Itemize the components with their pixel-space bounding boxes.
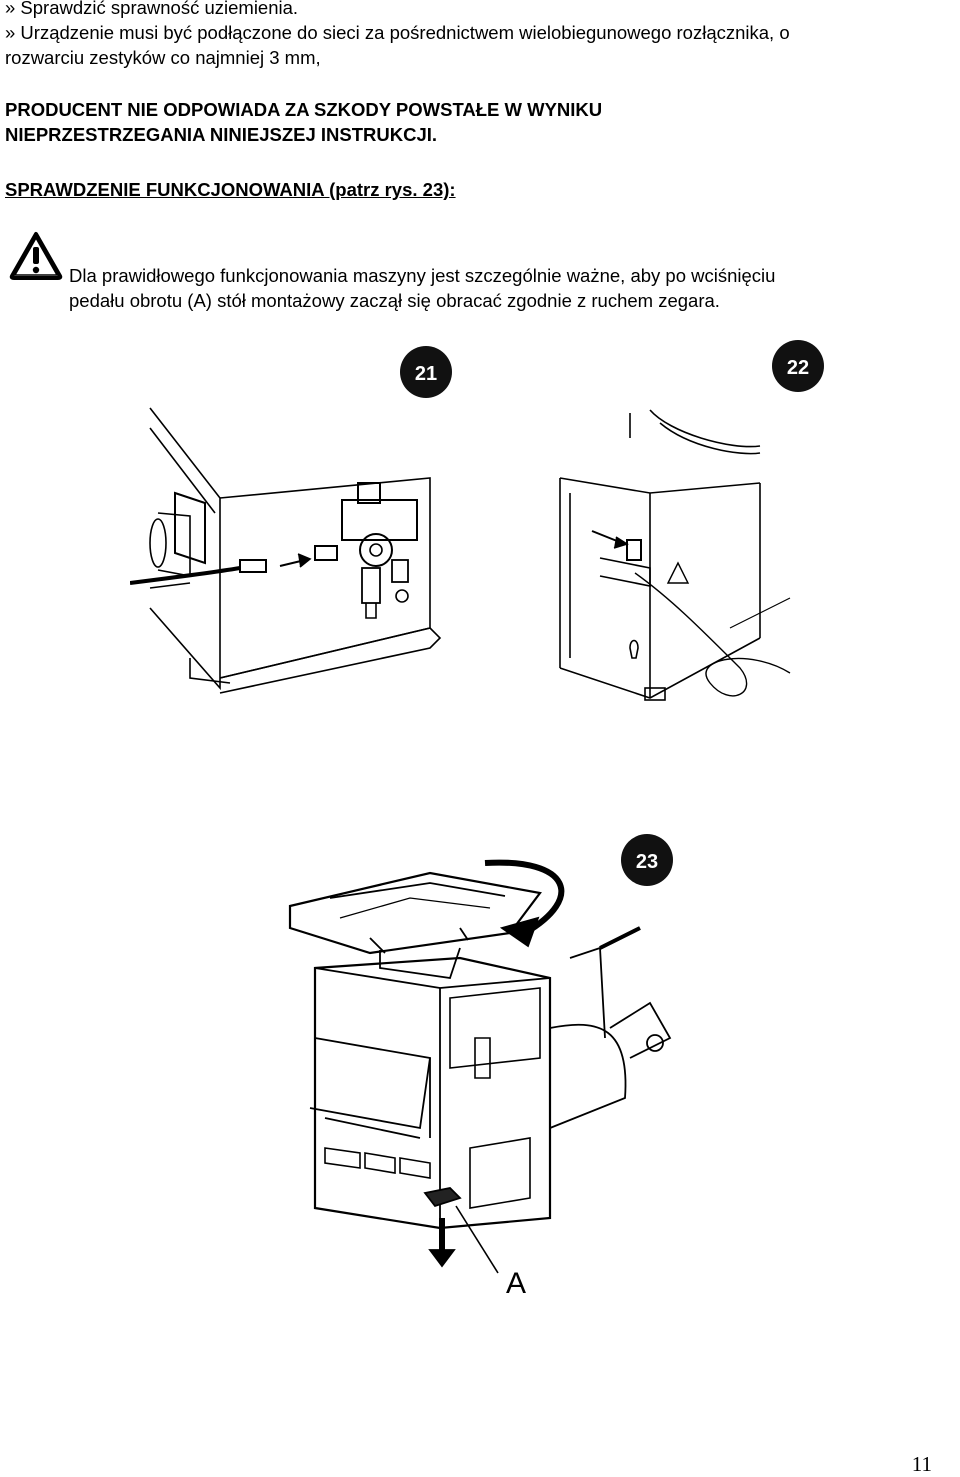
badge-22-label: 22 [787, 357, 809, 379]
installation-figures: 21 22 [130, 338, 835, 1298]
figure-23-tyre-changer [288, 859, 672, 1274]
text-line-grounding: » Sprawdzić sprawność uziemienia. [5, 0, 299, 18]
disclaimer-line-2: NIEPRZESTRZEGANIA NINIEJSZEJ INSTRUKCJI. [5, 124, 438, 145]
section-heading: SPRAWDZENIE FUNKCJONOWANIA (patrz rys. 2… [5, 179, 456, 200]
text-line-disconnector: » Urządzenie musi być podłączone do siec… [5, 22, 790, 43]
warning-text-line-2: pedału obrotu (A) stół montażowy zaczął … [69, 290, 720, 311]
badge-23: 23 [621, 834, 673, 886]
warning-text-line-1: Dla prawidłowego funkcjonowania maszyny … [69, 265, 776, 286]
badge-21-label: 21 [415, 363, 437, 385]
text-line-contacts: rozwarciu zestyków co najmniej 3 mm, [5, 47, 321, 68]
warning-triangle-icon [9, 232, 63, 280]
badge-21: 21 [400, 346, 452, 398]
badge-22: 22 [772, 340, 824, 392]
pedal-label-a: A [506, 1267, 526, 1298]
figure-22-power-connection [559, 409, 791, 701]
badge-23-label: 23 [636, 851, 658, 873]
page-number: 11 [911, 1452, 932, 1476]
figure-21-air-connection [130, 407, 442, 694]
disclaimer-line-1: PRODUCENT NIE ODPOWIADA ZA SZKODY POWSTA… [5, 99, 603, 120]
